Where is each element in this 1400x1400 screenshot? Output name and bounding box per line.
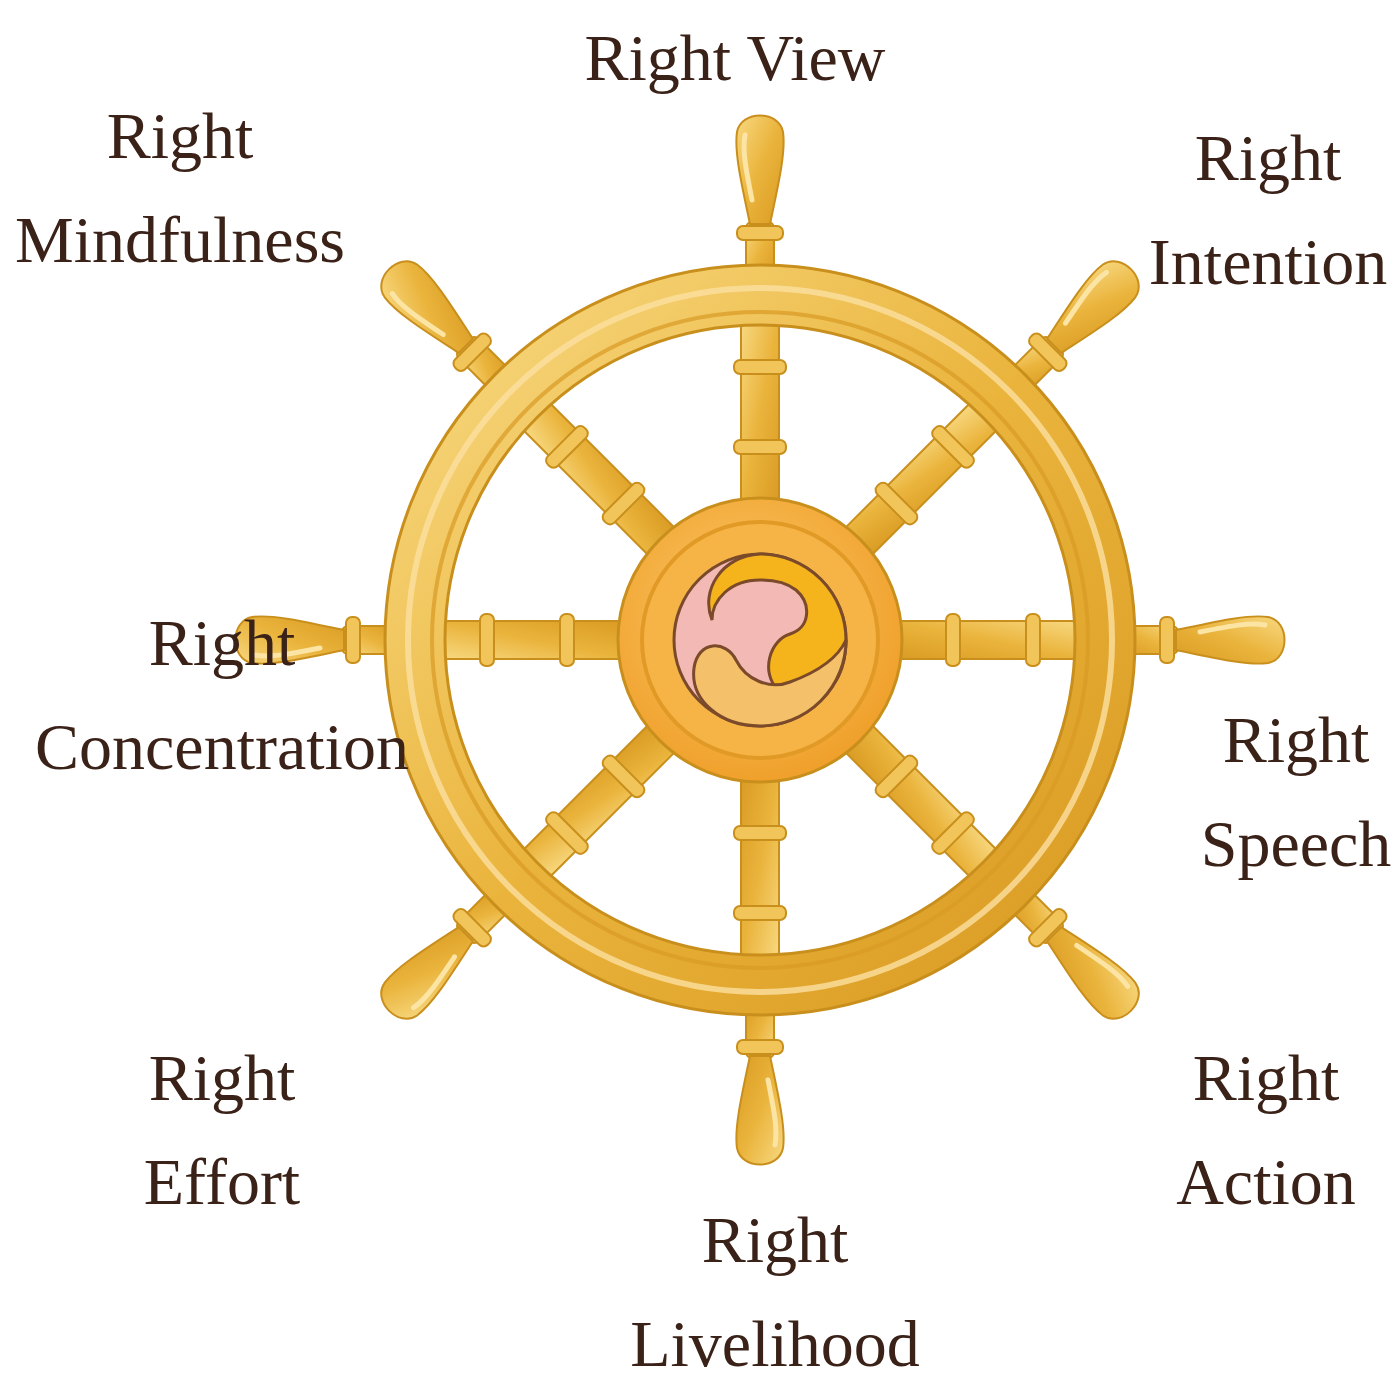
spokes (236, 116, 1285, 1165)
path-label: Right Mindfulness (15, 84, 345, 292)
wheel-hub (618, 498, 902, 782)
path-label: Right Action (1176, 1026, 1356, 1234)
path-label: Right Effort (144, 1026, 300, 1234)
path-label: Right Intention (1149, 106, 1387, 314)
path-label: Right Concentration (35, 591, 409, 799)
path-label: Right Speech (1201, 688, 1392, 896)
wheel-rim (385, 265, 1135, 1015)
path-label: Right View (585, 6, 886, 110)
path-label: Right Livelihood (630, 1188, 920, 1396)
